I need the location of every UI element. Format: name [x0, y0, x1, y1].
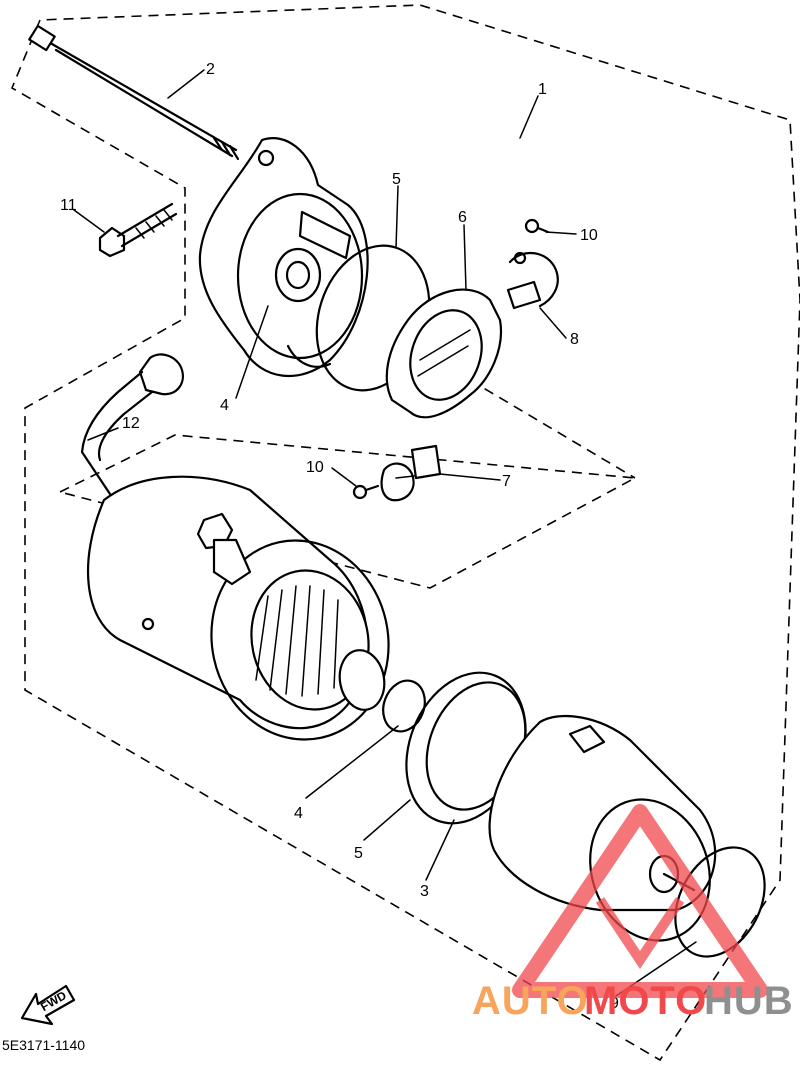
brush-holder-plate — [385, 288, 503, 419]
brush-group-outline-dashed — [57, 434, 638, 589]
watermark-text-hub: HUB — [704, 979, 794, 1023]
callout-9: 9 — [610, 995, 619, 1012]
washer — [382, 679, 426, 733]
mounting-bolt — [98, 202, 178, 258]
callout-6: 6 — [458, 209, 467, 226]
watermark-logo: AUTO MOTO HUB — [472, 804, 794, 1023]
leader-lines — [73, 69, 697, 997]
callout-4-upper: 4 — [220, 397, 229, 414]
callout-4-lower: 4 — [294, 805, 303, 822]
callout-8: 8 — [570, 331, 579, 348]
assembly-outline-dashed — [10, 4, 800, 1062]
callouts: 1 2 11 5 6 10 8 4 12 10 7 4 5 3 9 — [60, 61, 619, 1012]
front-cover-housing — [488, 714, 717, 942]
callout-11: 11 — [60, 197, 77, 214]
callout-12: 12 — [122, 415, 140, 432]
forward-arrow-icon — [20, 984, 76, 1026]
screw-upper — [524, 218, 550, 234]
callout-1: 1 — [538, 81, 547, 98]
starter-motor-yoke — [86, 475, 390, 741]
callout-3: 3 — [420, 883, 429, 900]
through-bolt — [28, 24, 240, 161]
callout-5-lower: 5 — [354, 845, 363, 862]
watermark-text-moto: MOTO — [584, 979, 707, 1023]
callout-2: 2 — [206, 61, 215, 78]
callout-10-upper: 10 — [580, 227, 598, 244]
diagram-code: 5E3171-1140 — [2, 1037, 85, 1053]
brush-set-upper — [506, 251, 559, 310]
rear-cover-housing — [198, 137, 369, 378]
callout-5-upper: 5 — [392, 171, 401, 188]
forward-arrow: FWD — [20, 984, 76, 1026]
brush-set-lower — [380, 444, 442, 502]
watermark-triangle — [512, 804, 768, 998]
callout-10-lower: 10 — [306, 459, 324, 476]
screw-lower — [352, 484, 380, 500]
watermark-text-auto: AUTO — [472, 979, 589, 1023]
callout-7: 7 — [502, 473, 511, 490]
